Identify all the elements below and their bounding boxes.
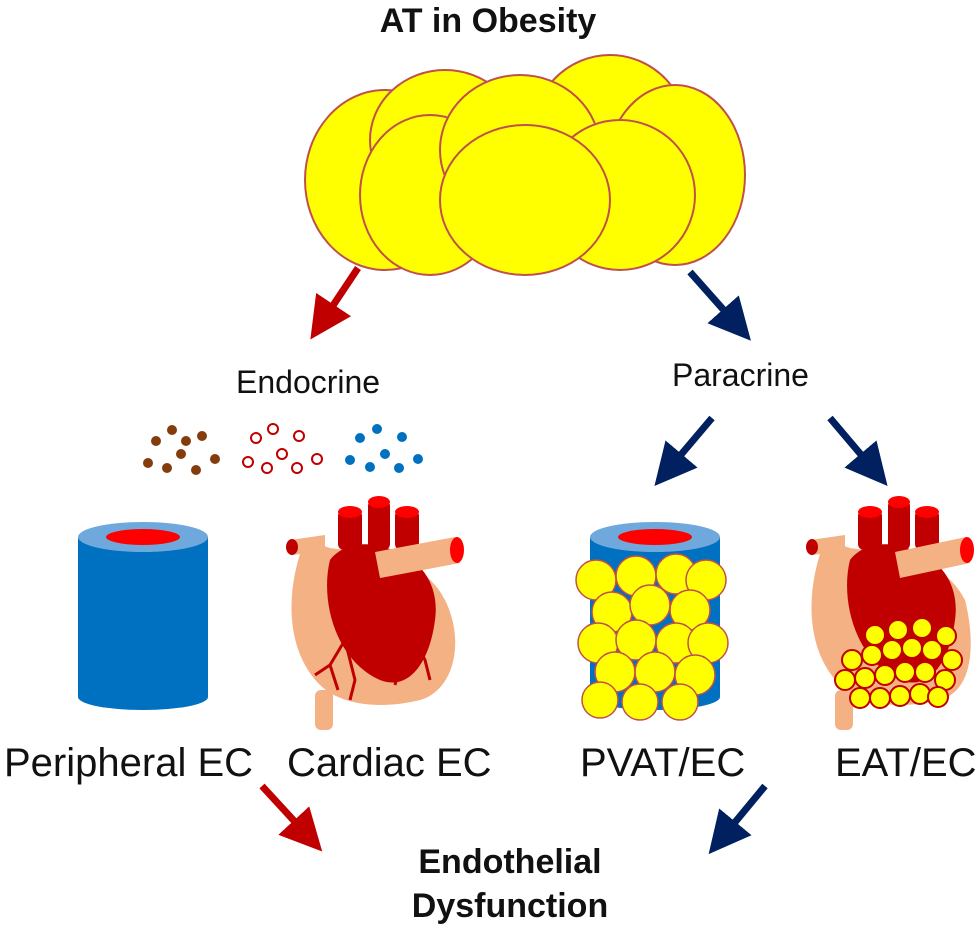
peripheral-ec-label: Peripheral EC bbox=[4, 741, 254, 785]
paracrine-label: Paracrine bbox=[672, 357, 809, 393]
eat-heart bbox=[806, 496, 974, 730]
endocrine-arrow bbox=[310, 266, 361, 340]
outcome-line-2: Dysfunction bbox=[411, 887, 609, 925]
blue-factors bbox=[345, 424, 423, 473]
red-ring-factors bbox=[242, 423, 323, 474]
paracrine-arrow bbox=[687, 269, 751, 341]
endothelial-dysfunction-label: Endothelial Dysfunction bbox=[310, 840, 710, 928]
endocrine-label: Endocrine bbox=[236, 364, 381, 400]
paracrine-to-dysfunction-arrow bbox=[708, 783, 768, 855]
paracrine-to-eat-arrow bbox=[827, 415, 888, 487]
eat-ec-label: EAT/EC bbox=[835, 741, 976, 785]
outcome-line-1: Endothelial bbox=[418, 843, 602, 881]
paracrine-to-pvat-arrow bbox=[654, 415, 715, 487]
endocrine-to-dysfunction-arrow bbox=[259, 783, 323, 852]
pvat-vessel bbox=[575, 522, 729, 721]
adipose-tissue-cluster bbox=[304, 54, 746, 276]
diagram-title: AT in Obesity bbox=[379, 2, 597, 40]
cardiac-ec-label: Cardiac EC bbox=[287, 741, 492, 785]
cardiac-heart bbox=[286, 496, 464, 730]
pvat-ec-label: PVAT/EC bbox=[580, 741, 746, 785]
peripheral-vessel bbox=[78, 522, 208, 710]
perivascular-adipocytes bbox=[575, 553, 729, 721]
brown-factors bbox=[143, 425, 220, 475]
epicardial-adipocytes bbox=[834, 617, 963, 709]
adipocyte bbox=[439, 124, 611, 276]
